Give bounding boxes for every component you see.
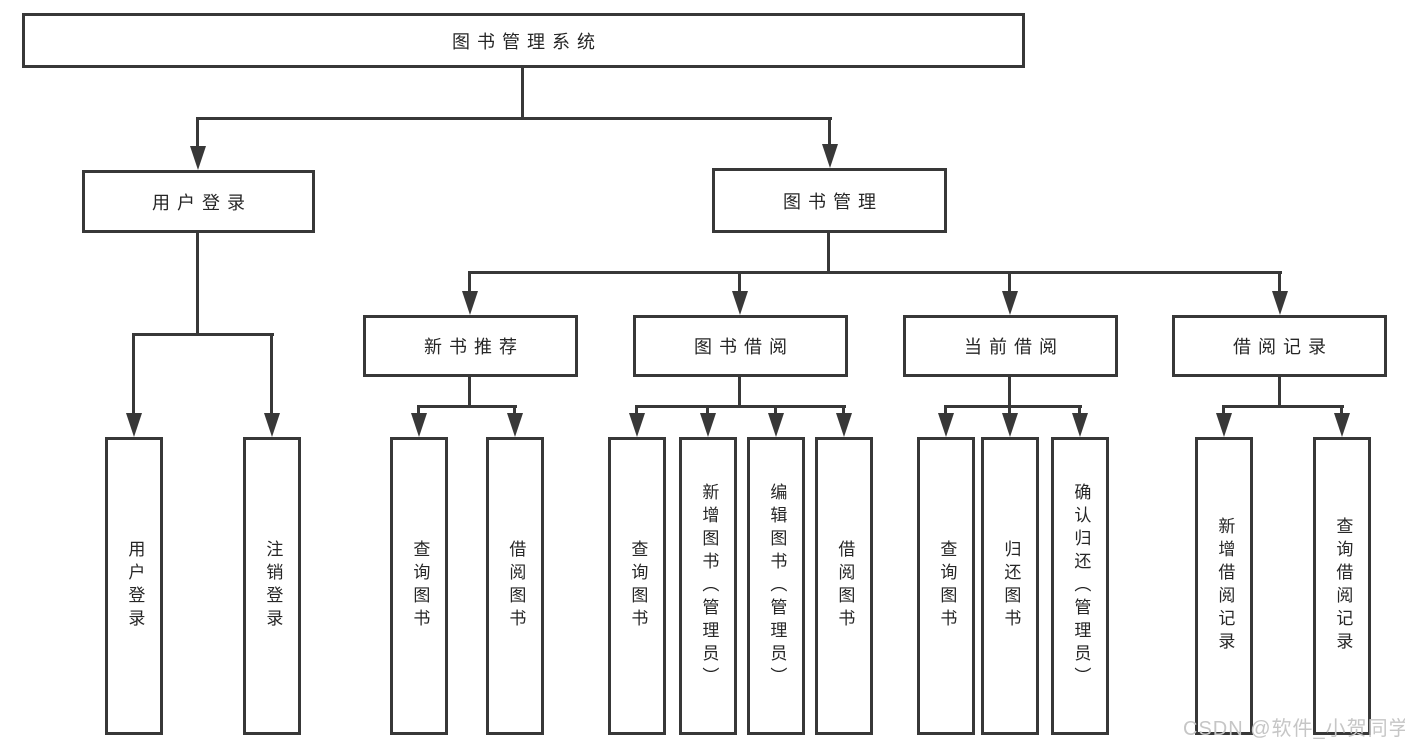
- node-current-borrow: 当前借阅: [903, 315, 1118, 377]
- connector-stub: [468, 271, 471, 293]
- leaf-label: 归还图书: [1001, 540, 1021, 632]
- leaf-label: 确认归还（管理员）: [1071, 482, 1091, 690]
- leaf-borrow-query-books: 查询图书: [608, 437, 666, 735]
- arrowhead-down-icon: [1272, 291, 1288, 315]
- leaf-records-query-record: 查询借阅记录: [1313, 437, 1371, 735]
- arrowhead-down-icon: [1002, 291, 1018, 315]
- arrowhead-down-icon: [1216, 413, 1232, 437]
- arrowhead-down-icon: [411, 413, 427, 437]
- arrowhead-down-icon: [822, 144, 838, 168]
- connector-drop: [468, 377, 471, 408]
- leaf-label: 借阅图书: [506, 540, 526, 632]
- leaf-newbook-borrow-books: 借阅图书: [486, 437, 544, 735]
- connector-stub: [706, 405, 709, 419]
- leaf-logout: 注销登录: [243, 437, 301, 735]
- arrowhead-down-icon: [126, 413, 142, 437]
- arrowhead-down-icon: [1072, 413, 1088, 437]
- leaf-borrow-edit-books-admin: 编辑图书（管理员）: [747, 437, 805, 735]
- connector-stub: [828, 117, 831, 146]
- node-new-book-recommend: 新书推荐: [363, 315, 578, 377]
- connector-bookmgmt-drop: [827, 233, 830, 273]
- csdn-watermark: CSDN @软件_小贺同学: [1183, 718, 1405, 740]
- arrowhead-down-icon: [700, 413, 716, 437]
- connector-stub: [774, 405, 777, 419]
- leaf-label: 查询图书: [937, 540, 957, 632]
- connector-userlogin-drop: [196, 233, 199, 336]
- node-user-login: 用户登录: [82, 170, 315, 233]
- arrowhead-down-icon: [462, 291, 478, 315]
- leaf-borrow-borrow-books: 借阅图书: [815, 437, 873, 735]
- connector-drop: [738, 377, 741, 408]
- arrowhead-down-icon: [1002, 413, 1018, 437]
- arrowhead-down-icon: [768, 413, 784, 437]
- connector-level3-rail: [468, 271, 1282, 274]
- connector-stub: [196, 117, 199, 148]
- leaf-records-add-record: 新增借阅记录: [1195, 437, 1253, 735]
- node-book-management: 图书管理: [712, 168, 947, 233]
- connector-stub: [1278, 271, 1281, 293]
- leaf-label: 新增借阅记录: [1215, 517, 1235, 655]
- leaf-newbook-query-books: 查询图书: [390, 437, 448, 735]
- arrowhead-down-icon: [507, 413, 523, 437]
- leaf-label: 查询图书: [628, 540, 648, 632]
- connector-root-drop: [521, 68, 524, 118]
- connector-drop: [1278, 377, 1281, 408]
- leaf-label: 查询借阅记录: [1333, 517, 1353, 655]
- connector-stub: [132, 333, 135, 415]
- connector-stub: [1078, 405, 1081, 419]
- connector-stub: [1222, 405, 1225, 419]
- leaf-current-query-books: 查询图书: [917, 437, 975, 735]
- connector-rail: [1222, 405, 1344, 408]
- connector-stub: [1340, 405, 1343, 419]
- connector-rail: [417, 405, 517, 408]
- connector-rail: [944, 405, 1082, 408]
- connector-stub: [842, 405, 845, 419]
- connector-level2-rail: [197, 117, 832, 120]
- connector-stub: [1008, 271, 1011, 293]
- leaf-label: 借阅图书: [835, 540, 855, 632]
- arrowhead-down-icon: [1334, 413, 1350, 437]
- arrowhead-down-icon: [938, 413, 954, 437]
- leaf-label: 注销登录: [263, 540, 283, 632]
- connector-stub: [944, 405, 947, 419]
- leaf-label: 查询图书: [410, 540, 430, 632]
- arrowhead-down-icon: [836, 413, 852, 437]
- connector-stub: [635, 405, 638, 419]
- node-library-system: 图书管理系统: [22, 13, 1025, 68]
- arrowhead-down-icon: [264, 413, 280, 437]
- connector-userlogin-rail: [132, 333, 274, 336]
- connector-stub: [738, 271, 741, 293]
- connector-rail: [635, 405, 846, 408]
- arrowhead-down-icon: [732, 291, 748, 315]
- connector-stub: [1008, 405, 1011, 419]
- leaf-label: 编辑图书（管理员）: [767, 482, 787, 690]
- node-borrow-records: 借阅记录: [1172, 315, 1387, 377]
- leaf-borrow-add-books-admin: 新增图书（管理员）: [679, 437, 737, 735]
- connector-stub: [270, 333, 273, 415]
- leaf-current-return-books: 归还图书: [981, 437, 1039, 735]
- connector-stub: [417, 405, 420, 419]
- connector-stub: [513, 405, 516, 419]
- node-book-borrow: 图书借阅: [633, 315, 848, 377]
- leaf-user-login: 用户登录: [105, 437, 163, 735]
- arrowhead-down-icon: [629, 413, 645, 437]
- arrowhead-down-icon: [190, 146, 206, 170]
- leaf-label: 用户登录: [125, 540, 145, 632]
- leaf-current-confirm-return-admin: 确认归还（管理员）: [1051, 437, 1109, 735]
- leaf-label: 新增图书（管理员）: [699, 482, 719, 690]
- connector-drop: [1008, 377, 1011, 408]
